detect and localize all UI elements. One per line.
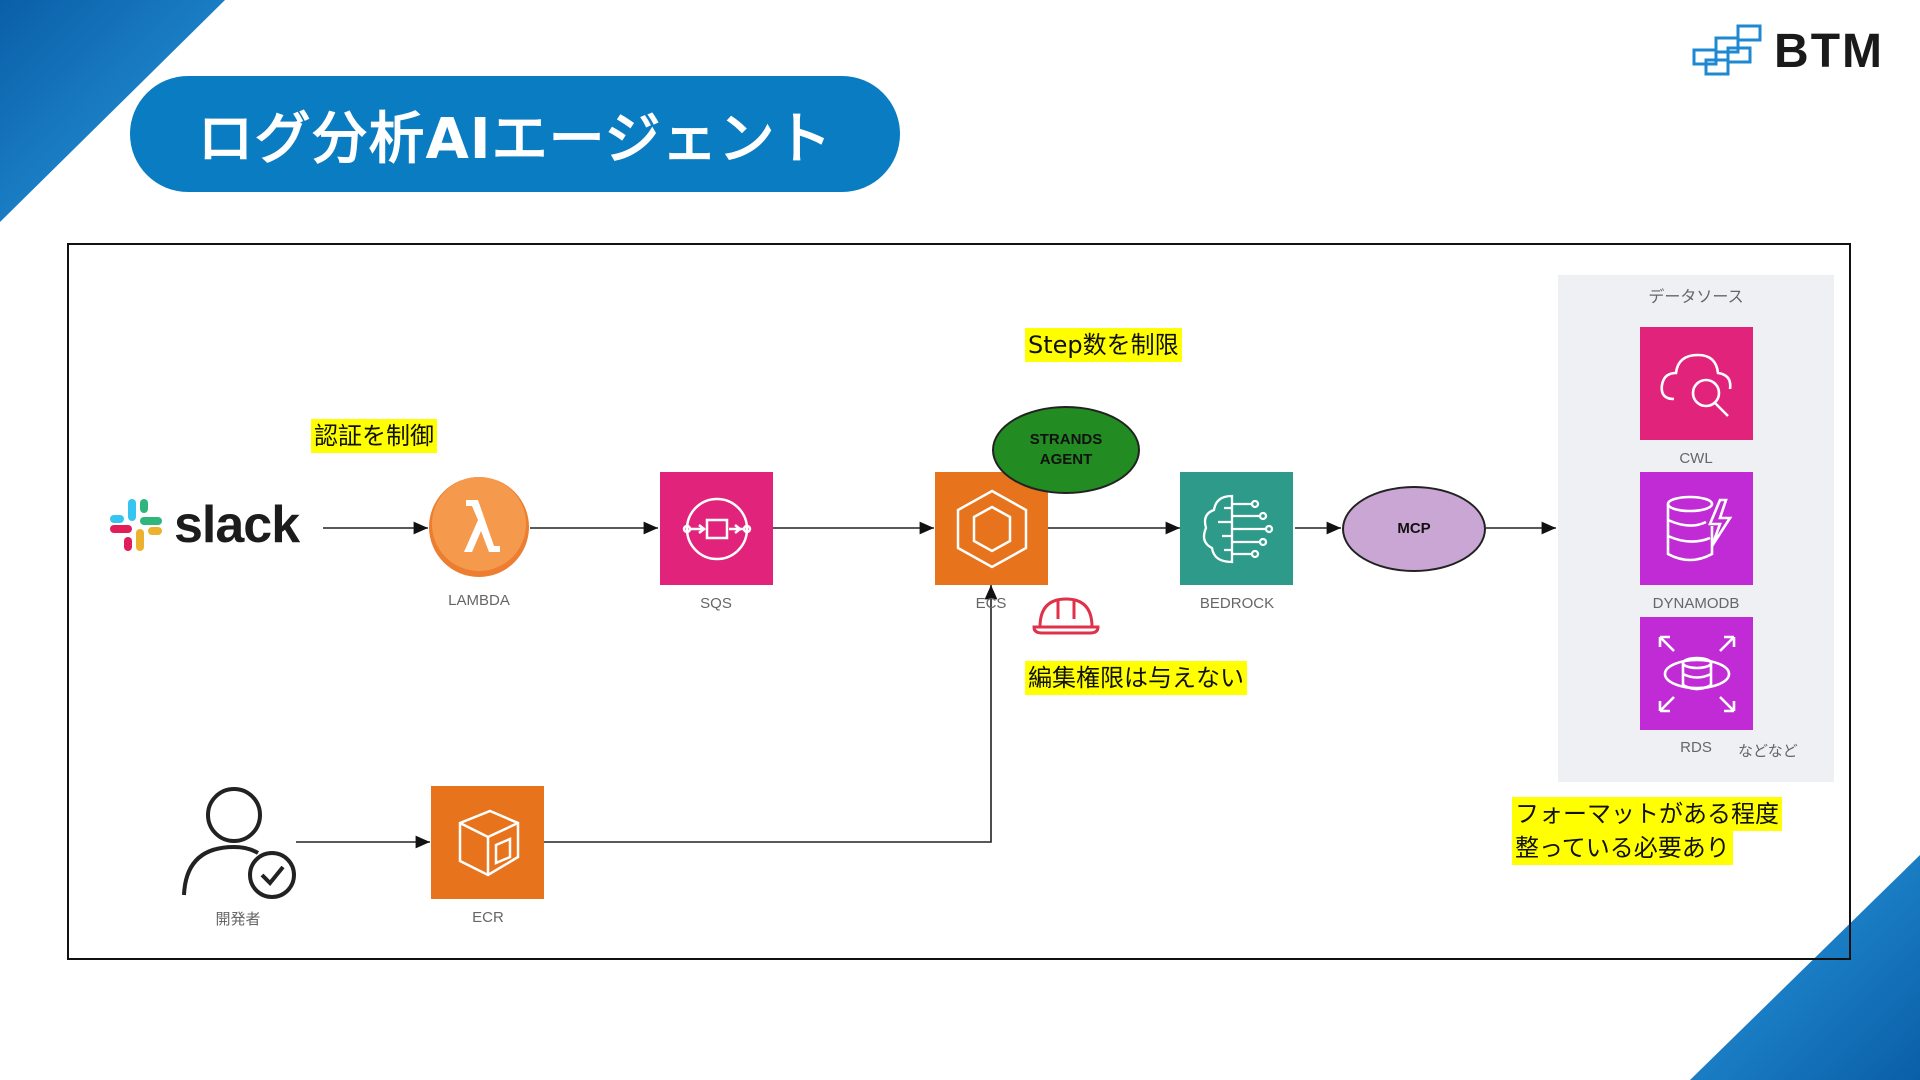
logo-text: BTM (1774, 24, 1884, 78)
note-format-line2: 整っている必要あり (1512, 831, 1733, 865)
btm-logo-icon (1692, 24, 1762, 76)
company-logo: BTM (1692, 22, 1884, 80)
strands-agent-line1: STRANDS (1029, 431, 1103, 448)
strands-agent-node: STRANDS AGENT (992, 406, 1140, 494)
hard-hat-icon (1032, 597, 1100, 635)
title-banner: ログ分析AIエージェント (130, 76, 900, 192)
mcp-node: MCP (1342, 486, 1486, 572)
developer-icon (182, 787, 296, 899)
dynamodb-node (1640, 472, 1753, 585)
note-auth-control: 認証を制御 (311, 419, 437, 453)
note-format-line1: フォーマットがある程度 (1512, 797, 1782, 831)
lambda-label: LAMBDA (448, 592, 510, 609)
cloudwatch-logs-icon (1659, 353, 1732, 417)
developer-label: 開発者 (215, 911, 261, 928)
ecr-label: ECR (472, 909, 504, 926)
note-format-required: フォーマットがある程度 整っている必要あり (1512, 797, 1782, 865)
corner-decoration-top-left (0, 0, 225, 222)
ecr-icon (458, 809, 519, 876)
dynamodb-label: DYNAMODB (1652, 595, 1740, 612)
note-step-limit: Step数を制限 (1025, 328, 1182, 362)
slack-logo-icon (110, 499, 162, 551)
strands-agent-line2: AGENT (1039, 451, 1093, 468)
diagram-frame (67, 243, 1851, 960)
datasource-etc-label: などなど (1738, 743, 1798, 760)
ecs-label: ECS (975, 595, 1007, 612)
sqs-label: SQS (700, 595, 732, 612)
ecs-icon (956, 489, 1027, 568)
mcp-label: MCP (1397, 520, 1431, 537)
ecr-node (431, 786, 544, 899)
note-no-edit-permission: 編集権限は与えない (1025, 661, 1247, 695)
dynamodb-icon (1666, 495, 1732, 561)
bedrock-label: BEDROCK (1199, 595, 1275, 612)
cwl-node (1640, 327, 1753, 440)
slack-wordmark: slack (174, 496, 300, 554)
bedrock-node (1180, 472, 1293, 585)
bedrock-brain-icon (1202, 494, 1273, 563)
datasource-title: データソース (1648, 287, 1744, 306)
ecs-node (935, 472, 1048, 585)
slack-source: slack (108, 495, 300, 555)
rds-icon (1658, 635, 1735, 712)
sqs-icon (682, 497, 751, 560)
rds-node (1640, 617, 1753, 730)
cwl-label: CWL (1679, 450, 1713, 467)
lambda-node (428, 476, 530, 578)
rds-label: RDS (1680, 739, 1712, 756)
lambda-icon (429, 477, 529, 577)
page-title: ログ分析AIエージェント (197, 106, 833, 172)
sqs-node (660, 472, 773, 585)
corner-decoration-bottom-right (1690, 855, 1920, 1080)
